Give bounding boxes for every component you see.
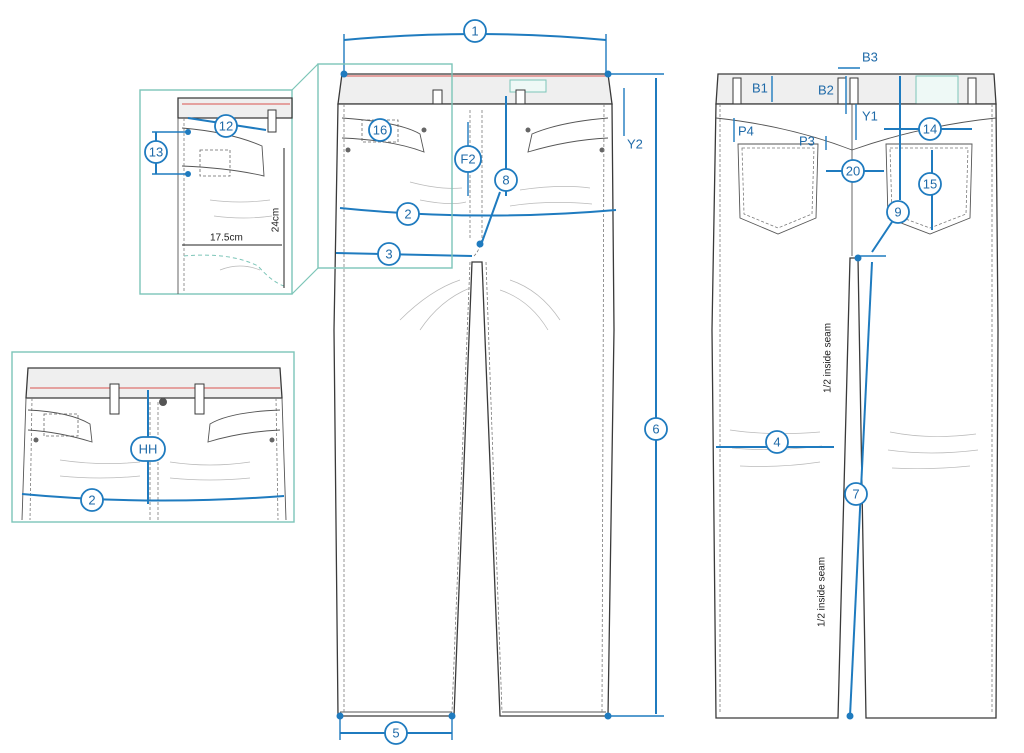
badge-6: 6 [644,417,668,441]
badge-15: 15 [918,172,942,196]
rise-inset [11,351,295,523]
back-view [711,73,999,719]
badge-14: 14 [918,117,942,141]
front-waistband [337,73,613,105]
badge-3: 3 [377,242,401,266]
badge-4: 4 [765,430,789,454]
label-b1: B1 [752,81,768,96]
badge-hh: HH [130,436,166,462]
svg-text:3: 3 [385,247,392,262]
back-pocket-right [885,143,973,235]
label-y2: Y2 [627,137,643,152]
front-body [333,103,615,717]
badge-5: 5 [384,721,408,745]
label-inside-seam-lower: 1/2 inside seam [817,557,828,627]
svg-text:13: 13 [149,145,163,160]
label-pocket-depth: 24cm [271,208,282,232]
svg-text:16: 16 [373,123,387,138]
badge-9: 9 [886,200,910,224]
svg-text:14: 14 [923,122,937,137]
svg-text:F2: F2 [460,152,475,167]
svg-text:2: 2 [88,493,95,508]
badge-12: 12 [214,114,238,138]
text-labels: Y2 Y1 B1 B2 B3 P3 P4 1/2 inside seam 1/2… [210,50,878,628]
label-p4: P4 [738,124,754,139]
svg-text:20: 20 [846,164,860,179]
svg-text:8: 8 [502,173,509,188]
svg-text:12: 12 [219,119,233,134]
label-inside-seam-upper: 1/2 inside seam [823,323,834,393]
label-p3: P3 [799,134,815,149]
svg-text:9: 9 [894,205,901,220]
badge-20: 20 [841,159,865,183]
label-pocket-width: 17.5cm [210,233,243,244]
badge-1: 1 [463,19,487,43]
svg-text:2: 2 [404,207,411,222]
label-b3: B3 [862,50,878,65]
badge-13: 13 [144,140,168,164]
front-view [333,73,615,717]
badge-2: 2 [396,202,420,226]
pocket-inset [139,89,293,295]
svg-text:4: 4 [773,435,780,450]
svg-text:HH: HH [139,442,158,457]
svg-text:5: 5 [392,726,399,741]
svg-text:7: 7 [852,487,859,502]
badge-f2: F2 [454,145,482,173]
badge-16: 16 [368,118,392,142]
label-b2: B2 [818,83,834,98]
badge-7: 7 [844,482,868,506]
dimension-badges: 1 2 3 4 5 6 7 8 9 12 13 14 15 16 20 2 HH… [80,19,942,745]
badge-8: 8 [494,168,518,192]
badge-2-inset: 2 [80,488,104,512]
svg-text:6: 6 [652,422,659,437]
svg-text:15: 15 [923,177,937,192]
svg-text:1: 1 [471,24,478,39]
back-pocket-left [737,143,819,235]
label-y1: Y1 [862,109,878,124]
